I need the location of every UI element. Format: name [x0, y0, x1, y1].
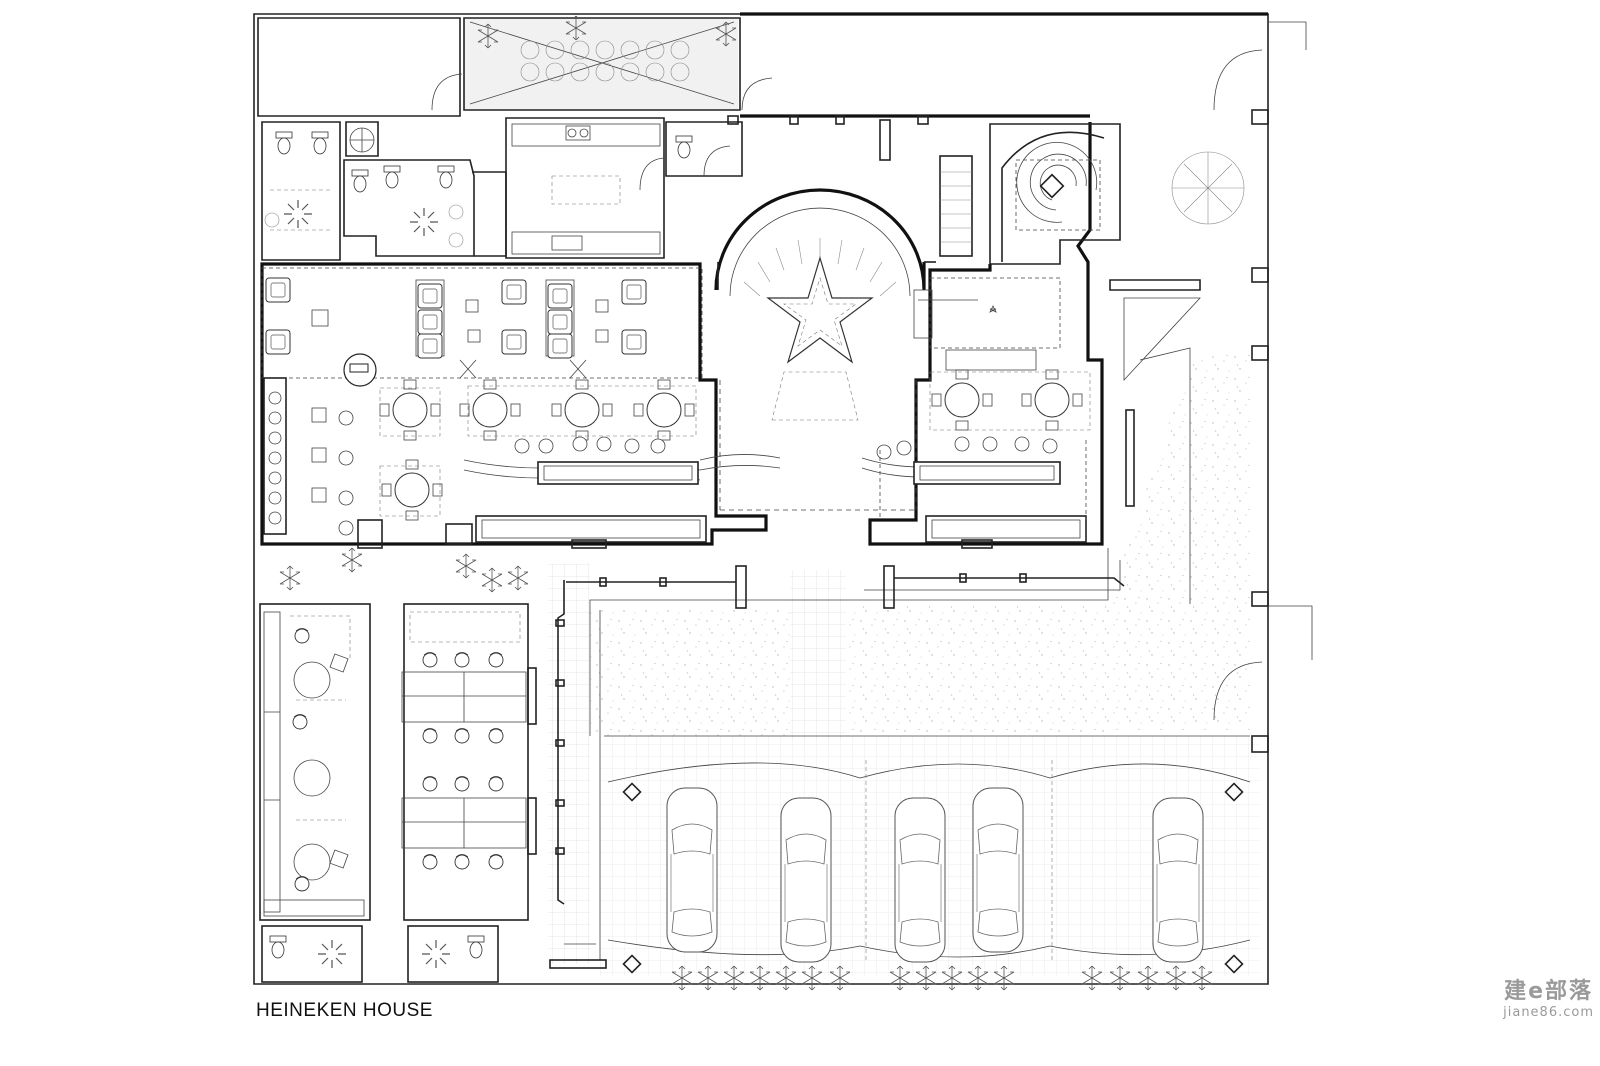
- watermark: 建e部落 jiane86.com: [1503, 973, 1594, 1020]
- watermark-url: jiane86.com: [1503, 1005, 1594, 1020]
- drawing-title: HEINEKEN HOUSE: [256, 1000, 433, 1021]
- watermark-brand: 建e部落: [1504, 979, 1594, 1004]
